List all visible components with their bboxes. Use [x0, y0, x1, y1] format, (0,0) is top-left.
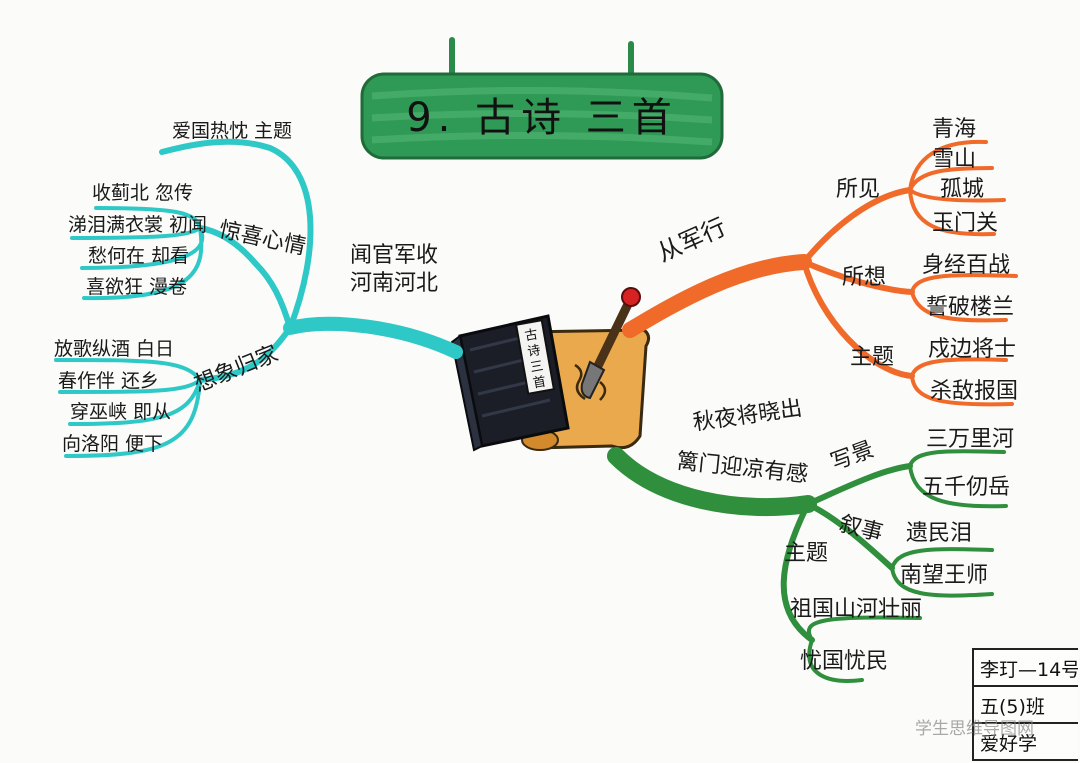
right-top-seen-item-3: 孤城: [940, 177, 984, 202]
brush-icon: [580, 287, 641, 400]
left-branch1-item-4: 喜欲狂 漫卷: [86, 276, 187, 298]
left-branch: [54, 138, 463, 458]
right-top-thought-item-1: 身经百战: [922, 253, 1010, 278]
right-top-branch-labels: 从军行 所见 青海 雪山 孤城 玉门关 所想 身经百战 誓破楼兰 主题 戍边将士…: [653, 117, 1018, 404]
right-bottom-theme-item-2: 忧国忧民: [800, 649, 888, 674]
right-bottom-narrate-item-2: 南望王师: [900, 563, 988, 588]
right-bottom-scene-item-2: 五千仞岳: [922, 475, 1010, 500]
left-theme-label: 爱国热忱 主题: [172, 120, 292, 142]
book-icon: 古诗三首: [450, 314, 570, 452]
right-bottom-poem-name-1: 秋夜将晓出: [691, 396, 803, 436]
right-top-poem-name: 从军行: [653, 213, 730, 268]
right-bottom-scene-item-1: 三万里河: [926, 427, 1014, 452]
right-bottom-branch: [607, 447, 1008, 683]
right-top-seen-item-1: 青海: [932, 117, 976, 142]
right-top-seen-label: 所见: [836, 177, 880, 202]
left-branch-labels: 爱国热忱 主题 闻官军收 河南河北 惊喜心情 收蓟北 忽传 涕泪满衣裳 初闻 愁…: [54, 120, 438, 455]
center-illustration: 古诗三首: [450, 287, 651, 452]
right-bottom-narrate-item-1: 遗民泪: [906, 521, 972, 546]
right-bottom-branch-labels: 秋夜将晓出 篱门迎凉有感 写景 三万里河 五千仞岳 叙事 遗民泪 南望王师 主题…: [675, 396, 1014, 674]
right-top-theme-label: 主题: [850, 345, 894, 370]
student-name-box: 李玎—14号 五(5)班 爱好学: [972, 648, 1078, 761]
left-branch1-item-2: 涕泪满衣裳 初闻: [68, 214, 207, 236]
student-class: 五(5)班: [974, 687, 1078, 724]
left-branch2-label: 想象归家: [191, 341, 282, 397]
left-branch2-item-3: 穿巫峡 即从: [70, 401, 171, 423]
left-poem-name-2: 河南河北: [350, 271, 438, 296]
right-top-seen-item-4: 玉门关: [932, 211, 998, 236]
left-branch2-item-2: 春作伴 还乡: [58, 370, 159, 392]
left-branch1-label: 惊喜心情: [217, 217, 308, 260]
watermark: 学生思维导图网: [915, 719, 1034, 739]
right-top-thought-label: 所想: [842, 265, 886, 290]
page-title: 9. 古诗 三首: [406, 95, 678, 141]
student-name: 李玎—14号: [974, 650, 1078, 687]
title-banner: 9. 古诗 三首: [360, 37, 724, 160]
book-label: 古诗三首: [524, 327, 548, 391]
right-top-theme-item-2: 杀敌报国: [930, 379, 1018, 404]
right-bottom-poem-name-2: 篱门迎凉有感: [675, 449, 809, 488]
right-bottom-theme-item-1: 祖国山河壮丽: [790, 597, 922, 622]
right-top-branch: [622, 139, 1018, 407]
left-branch1-item-1: 收蓟北 忽传: [92, 182, 193, 204]
right-bottom-narrate-label: 叙事: [837, 512, 886, 547]
right-top-thought-item-2: 誓破楼兰: [926, 295, 1014, 320]
left-branch1-item-3: 愁何在 却看: [88, 245, 189, 267]
left-branch2-item-4: 向洛阳 便下: [62, 433, 163, 455]
left-branch2-item-1: 放歌纵酒 白日: [54, 338, 174, 360]
right-top-theme-item-1: 戍边将士: [928, 337, 1016, 362]
right-top-seen-item-2: 雪山: [932, 147, 976, 172]
student-note: 爱好学: [980, 733, 1038, 755]
right-bottom-scene-label: 写景: [828, 437, 878, 476]
left-poem-name-1: 闻官军收: [350, 243, 438, 268]
right-bottom-theme-label: 主题: [784, 541, 828, 566]
